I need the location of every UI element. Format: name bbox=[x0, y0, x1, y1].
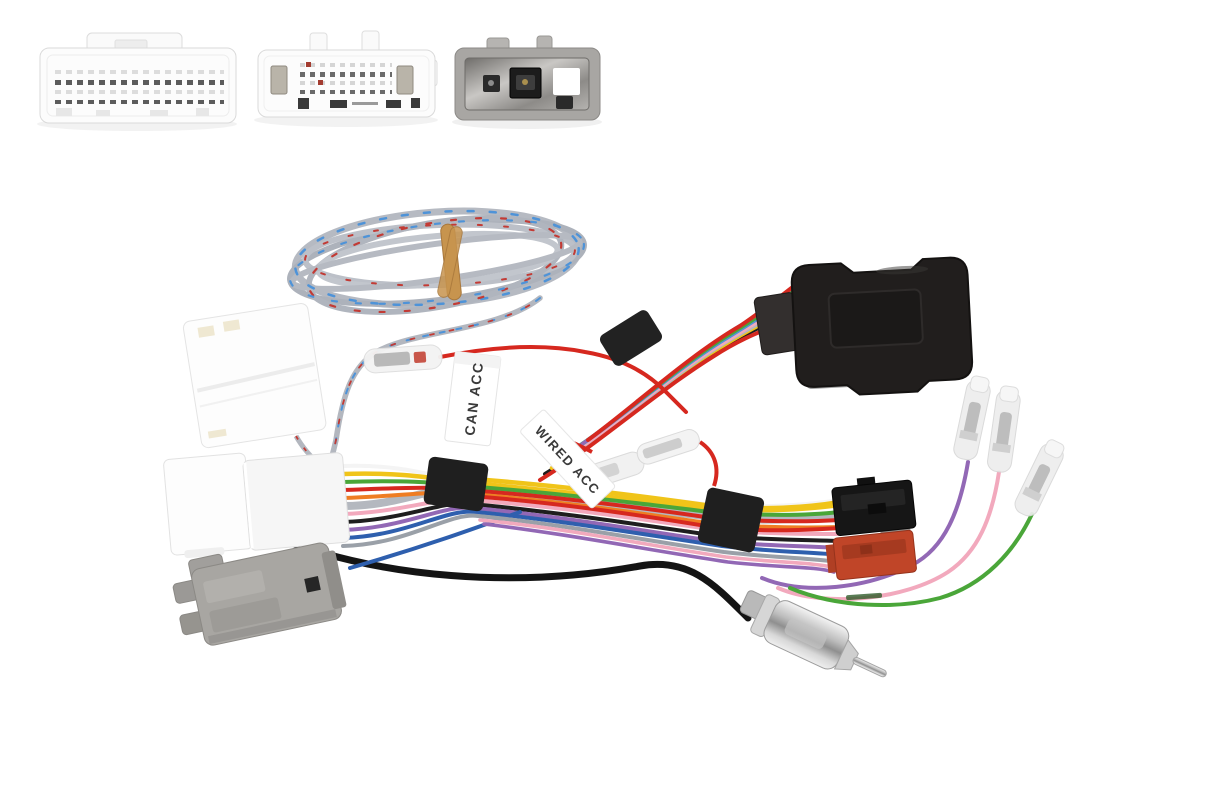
bullet-terminal-purple bbox=[953, 375, 991, 461]
can-acc-lead bbox=[438, 345, 688, 414]
white-connector-front bbox=[163, 452, 351, 559]
can-acc-flag: CAN ACC bbox=[444, 351, 502, 447]
antenna-coax bbox=[264, 530, 752, 622]
vehicle-connector-b bbox=[254, 30, 438, 127]
bullet-terminal-pink bbox=[987, 385, 1021, 473]
iso-connector-red bbox=[825, 529, 917, 581]
antenna-pin bbox=[852, 656, 887, 678]
iso-connector-black bbox=[831, 476, 917, 537]
white-connector-rear bbox=[182, 302, 327, 449]
canbus-module bbox=[753, 256, 974, 396]
metal-latch-left bbox=[270, 65, 288, 95]
gray-stepped-connector bbox=[172, 542, 347, 646]
vehicle-connector-c bbox=[452, 35, 602, 129]
metal-latch-right bbox=[396, 65, 414, 95]
vehicle-connector-a bbox=[37, 32, 237, 131]
cavity-cutout bbox=[553, 68, 580, 95]
pin-grid-a bbox=[54, 68, 224, 104]
tape-wraps bbox=[423, 310, 765, 553]
antenna-din-plug bbox=[739, 590, 887, 678]
rubber-band bbox=[437, 223, 463, 301]
connector-latch bbox=[304, 576, 321, 593]
can-acc-terminal bbox=[363, 344, 443, 374]
bullet-terminal-green bbox=[1014, 439, 1065, 517]
iso-connectors bbox=[825, 476, 917, 581]
pin-grid-b bbox=[296, 62, 392, 94]
wire-print bbox=[846, 592, 883, 601]
yellow-over-wire bbox=[459, 475, 841, 511]
module-recess bbox=[827, 288, 924, 349]
